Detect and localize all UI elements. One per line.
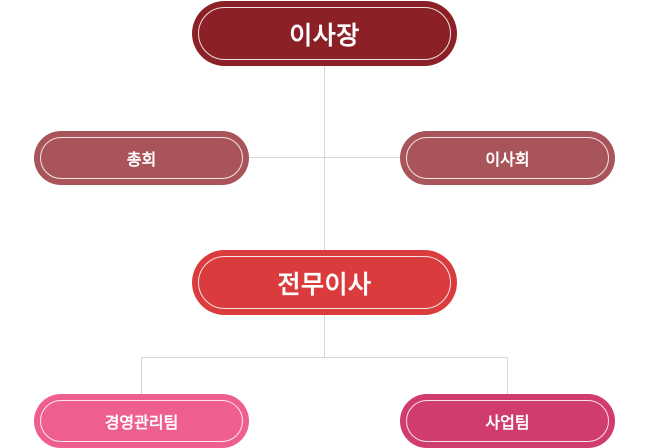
connector-to-management-team [141,357,142,395]
node-business-team-label: 사업팀 [406,400,609,442]
node-general-assembly-label: 총회 [40,137,243,179]
node-board: 이사회 [400,131,615,185]
node-managing-director-label: 전무이사 [198,256,451,309]
node-management-team: 경영관리팀 [34,394,249,448]
node-business-team: 사업팀 [400,394,615,448]
connector-to-business-team [507,357,508,395]
node-general-assembly: 총회 [34,131,249,185]
connector-team-horizontal [141,357,508,358]
node-chairman: 이사장 [192,1,457,66]
connector-director-down [324,314,325,357]
node-board-label: 이사회 [406,137,609,179]
node-managing-director: 전무이사 [192,250,457,315]
node-management-team-label: 경영관리팀 [40,400,243,442]
connector-chairman-to-director [324,66,325,250]
node-chairman-label: 이사장 [198,7,451,60]
connector-assembly-to-board [247,157,403,158]
